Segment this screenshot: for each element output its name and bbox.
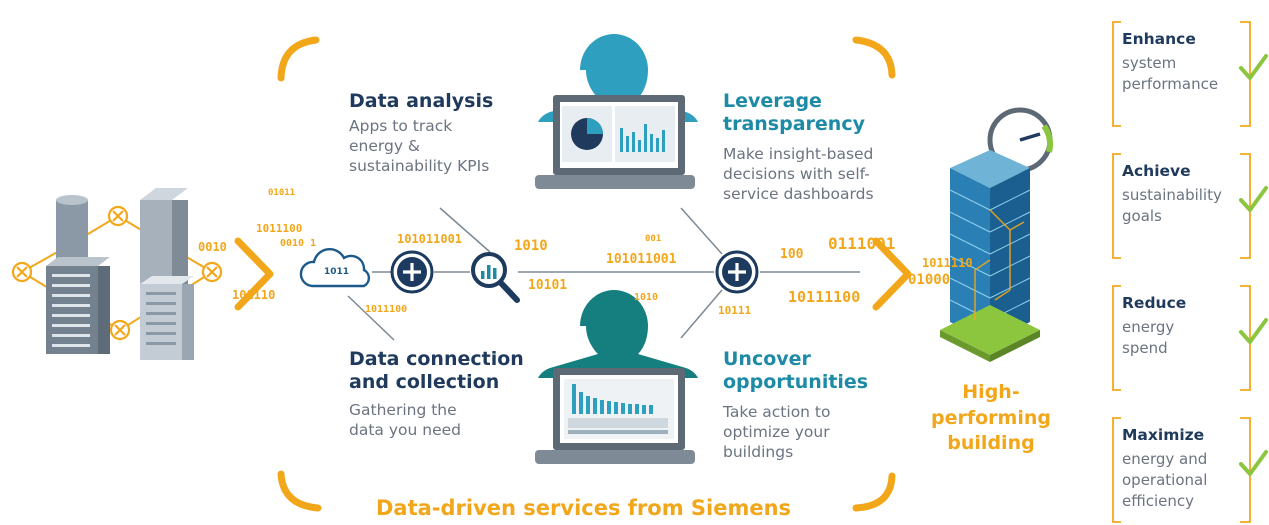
binary-text: 0010 1	[280, 238, 317, 249]
binary-text: 01011	[268, 188, 296, 198]
binary-text: 01000	[908, 272, 951, 288]
binary-text: 101011001	[397, 232, 463, 246]
binary-text: 1011100	[365, 304, 408, 315]
existing-buildings-icon	[11, 188, 223, 360]
dashboard-laptop-icon	[535, 95, 695, 189]
binary-text: 10111	[718, 304, 752, 317]
binary-text: 1011100	[256, 222, 303, 235]
goal-desc-achieve: sustainability goals	[1122, 186, 1222, 225]
check-icon	[1239, 450, 1268, 476]
data-connection-title: Data connection and collection	[349, 348, 524, 393]
binary-text: 1010	[634, 292, 659, 303]
leverage-transparency-title: Leverage transparency	[723, 90, 865, 135]
magnifier-icon	[471, 252, 520, 303]
binary-text: 100	[780, 247, 804, 262]
check-icon	[1239, 318, 1268, 344]
data-connection-desc: Gathering the data you need	[349, 401, 461, 440]
check-icon	[1239, 54, 1268, 80]
binary-text: 001	[645, 234, 662, 244]
check-icon	[1239, 186, 1268, 212]
uncover-opportunities-title: Uncover opportunities	[723, 348, 869, 393]
binary-text: 0010	[198, 240, 227, 254]
binary-text: 0111001	[828, 234, 896, 253]
leverage-transparency-desc: Make insight-based decisions with self- …	[723, 145, 874, 204]
binary-text: 10101	[528, 278, 568, 293]
high-performing-building-label: High- performing building	[931, 381, 1051, 455]
check-icons	[1239, 54, 1268, 476]
bracket-top-right	[852, 36, 896, 79]
goal-title-achieve: Achieve	[1122, 162, 1191, 180]
plus-icon-right	[715, 250, 759, 294]
plus-icon-left	[390, 250, 434, 294]
analyst-user-icon	[538, 34, 698, 122]
binary-text: 101110	[232, 288, 276, 302]
bracket-bottom-left	[277, 470, 322, 512]
bracket-bottom-right	[852, 472, 896, 512]
trend-laptop-icon	[535, 368, 695, 464]
chevron-left-icon	[234, 237, 274, 311]
goal-desc-enhance: system performance	[1122, 54, 1219, 93]
operator-user-icon	[538, 290, 698, 378]
goal-title-maximize: Maximize	[1122, 426, 1205, 444]
goal-title-enhance: Enhance	[1122, 30, 1196, 48]
cloud-icon	[299, 247, 371, 288]
high-performing-building-icon	[940, 107, 1054, 362]
bracket-top-left	[277, 36, 320, 82]
goal-brackets	[1112, 21, 1251, 523]
binary-text: 1010	[514, 238, 548, 254]
goal-desc-reduce: energy spend	[1122, 318, 1175, 357]
connector-lines	[347, 207, 860, 341]
goal-title-reduce: Reduce	[1122, 294, 1187, 312]
uncover-opportunities-desc: Take action to optimize your buildings	[723, 403, 831, 462]
chevron-right-icon	[872, 237, 912, 311]
binary-text: 10111100	[788, 288, 861, 306]
goal-desc-maximize: energy and operational efficiency	[1122, 450, 1208, 510]
binary-text: 1011110	[922, 256, 973, 270]
cloud-label: 1011	[324, 267, 350, 277]
data-analysis-title: Data analysis	[349, 90, 494, 112]
binary-text: 101011001	[606, 252, 677, 267]
data-analysis-desc: Apps to track energy & sustainability KP…	[349, 117, 490, 176]
footer-title: Data-driven services from Siemens	[376, 496, 792, 520]
